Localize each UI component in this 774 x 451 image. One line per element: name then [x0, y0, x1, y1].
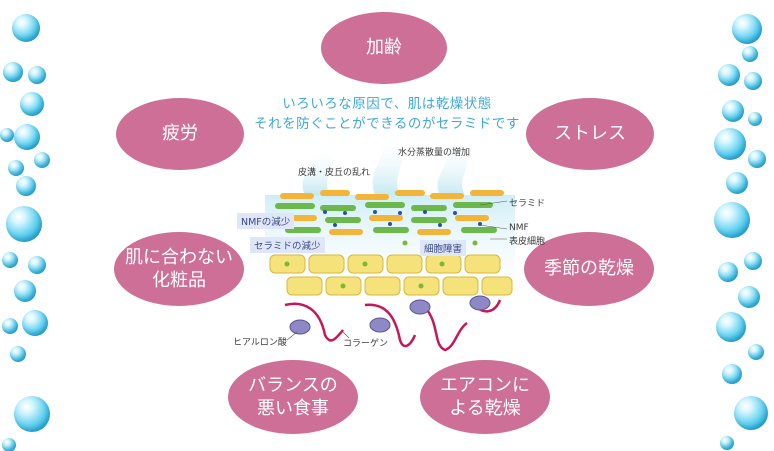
bubble-decoration — [2, 252, 18, 268]
bubble-decoration — [714, 202, 750, 238]
cause-oval-aircon: エアコンに よる乾燥 — [420, 360, 550, 434]
label-skin-texture: 皮溝・皮丘の乱れ — [298, 168, 371, 178]
cause-oval-season: 季節の乾燥 — [524, 232, 654, 306]
bubble-decoration — [748, 344, 764, 360]
bubble-decoration — [2, 438, 16, 451]
label-cell-damage: 細胞障害 — [420, 240, 467, 256]
headline-line-2: それを防ぐことができるのがセラミドです — [254, 116, 520, 132]
collagen-fibers — [284, 299, 502, 352]
bubble-decoration — [738, 286, 760, 308]
bubble-decoration — [716, 312, 746, 342]
skin-cross-section-illustration — [265, 135, 515, 352]
label-ceramide: セラミド — [509, 199, 546, 209]
bubble-decoration — [8, 160, 24, 176]
cause-oval-cosmetics: 肌に合わない 化粧品 — [114, 232, 244, 306]
bubble-decoration — [10, 346, 26, 362]
left-bubble-border — [0, 0, 62, 451]
bubble-decoration — [12, 14, 40, 42]
label-epidermal-cells: 表皮細胞 — [509, 237, 546, 247]
bubble-decoration — [742, 46, 758, 62]
cause-label-cosmetics: 肌に合わない 化粧品 — [125, 246, 233, 291]
cause-label-diet: バランスの 悪い食事 — [248, 374, 338, 419]
right-bubble-border — [712, 0, 774, 451]
bubble-decoration — [3, 62, 23, 82]
label-ceramide-decrease: セラミドの減少 — [250, 237, 325, 253]
bubble-decoration — [28, 66, 46, 84]
label-hyaluronic-acid: ヒアルロン酸 — [233, 338, 287, 348]
bubble-decoration — [0, 128, 14, 142]
bubble-decoration — [20, 92, 44, 116]
skin-cross-section-diagram: 水分蒸散量の増加 皮溝・皮丘の乱れ セラミド NMFの減少 NMF 表皮細胞 セ… — [225, 135, 555, 355]
bubble-decoration — [28, 256, 46, 274]
label-nmf-decrease: NMFの減少 — [237, 213, 295, 229]
bubble-decoration — [726, 172, 748, 194]
bubble-decoration — [14, 396, 50, 432]
label-nmf: NMF — [509, 223, 529, 233]
bubble-decoration — [16, 176, 36, 196]
bubble-decoration — [722, 364, 742, 384]
bubble-decoration — [34, 152, 50, 168]
bubble-decoration — [720, 436, 734, 450]
bubble-decoration — [732, 14, 762, 44]
bubble-decoration — [722, 100, 744, 122]
epidermal-cells — [269, 240, 513, 296]
bubble-decoration — [718, 64, 740, 86]
bubble-decoration — [734, 396, 768, 430]
cause-label-aging: 加齢 — [366, 37, 402, 59]
cause-oval-stress: ストレス — [526, 98, 654, 170]
cause-label-stress: ストレス — [554, 123, 626, 145]
bubble-decoration — [14, 124, 40, 150]
cause-oval-aging: 加齢 — [321, 12, 447, 84]
bubble-decoration — [744, 252, 762, 270]
label-collagen: コラーゲン — [343, 339, 389, 349]
label-water-evaporation: 水分蒸散量の増加 — [398, 148, 471, 158]
ceramide-layer — [275, 190, 504, 235]
cause-oval-fatigue: 疲労 — [116, 98, 244, 170]
bubble-decoration — [748, 112, 762, 126]
bubble-decoration — [718, 262, 738, 282]
cause-label-season: 季節の乾燥 — [544, 258, 634, 280]
bubble-decoration — [748, 150, 766, 168]
cause-label-aircon: エアコンに よる乾燥 — [440, 374, 530, 419]
cause-oval-diet: バランスの 悪い食事 — [228, 360, 358, 434]
headline-line-1: いろいろな原因で、肌は乾燥状態 — [282, 96, 492, 112]
bubble-decoration — [22, 310, 48, 336]
bubble-decoration — [6, 206, 42, 242]
bubble-decoration — [14, 280, 36, 302]
bubble-decoration — [744, 72, 762, 90]
bubble-decoration — [2, 318, 18, 334]
cause-label-fatigue: 疲労 — [162, 123, 198, 145]
bubble-decoration — [714, 128, 746, 160]
